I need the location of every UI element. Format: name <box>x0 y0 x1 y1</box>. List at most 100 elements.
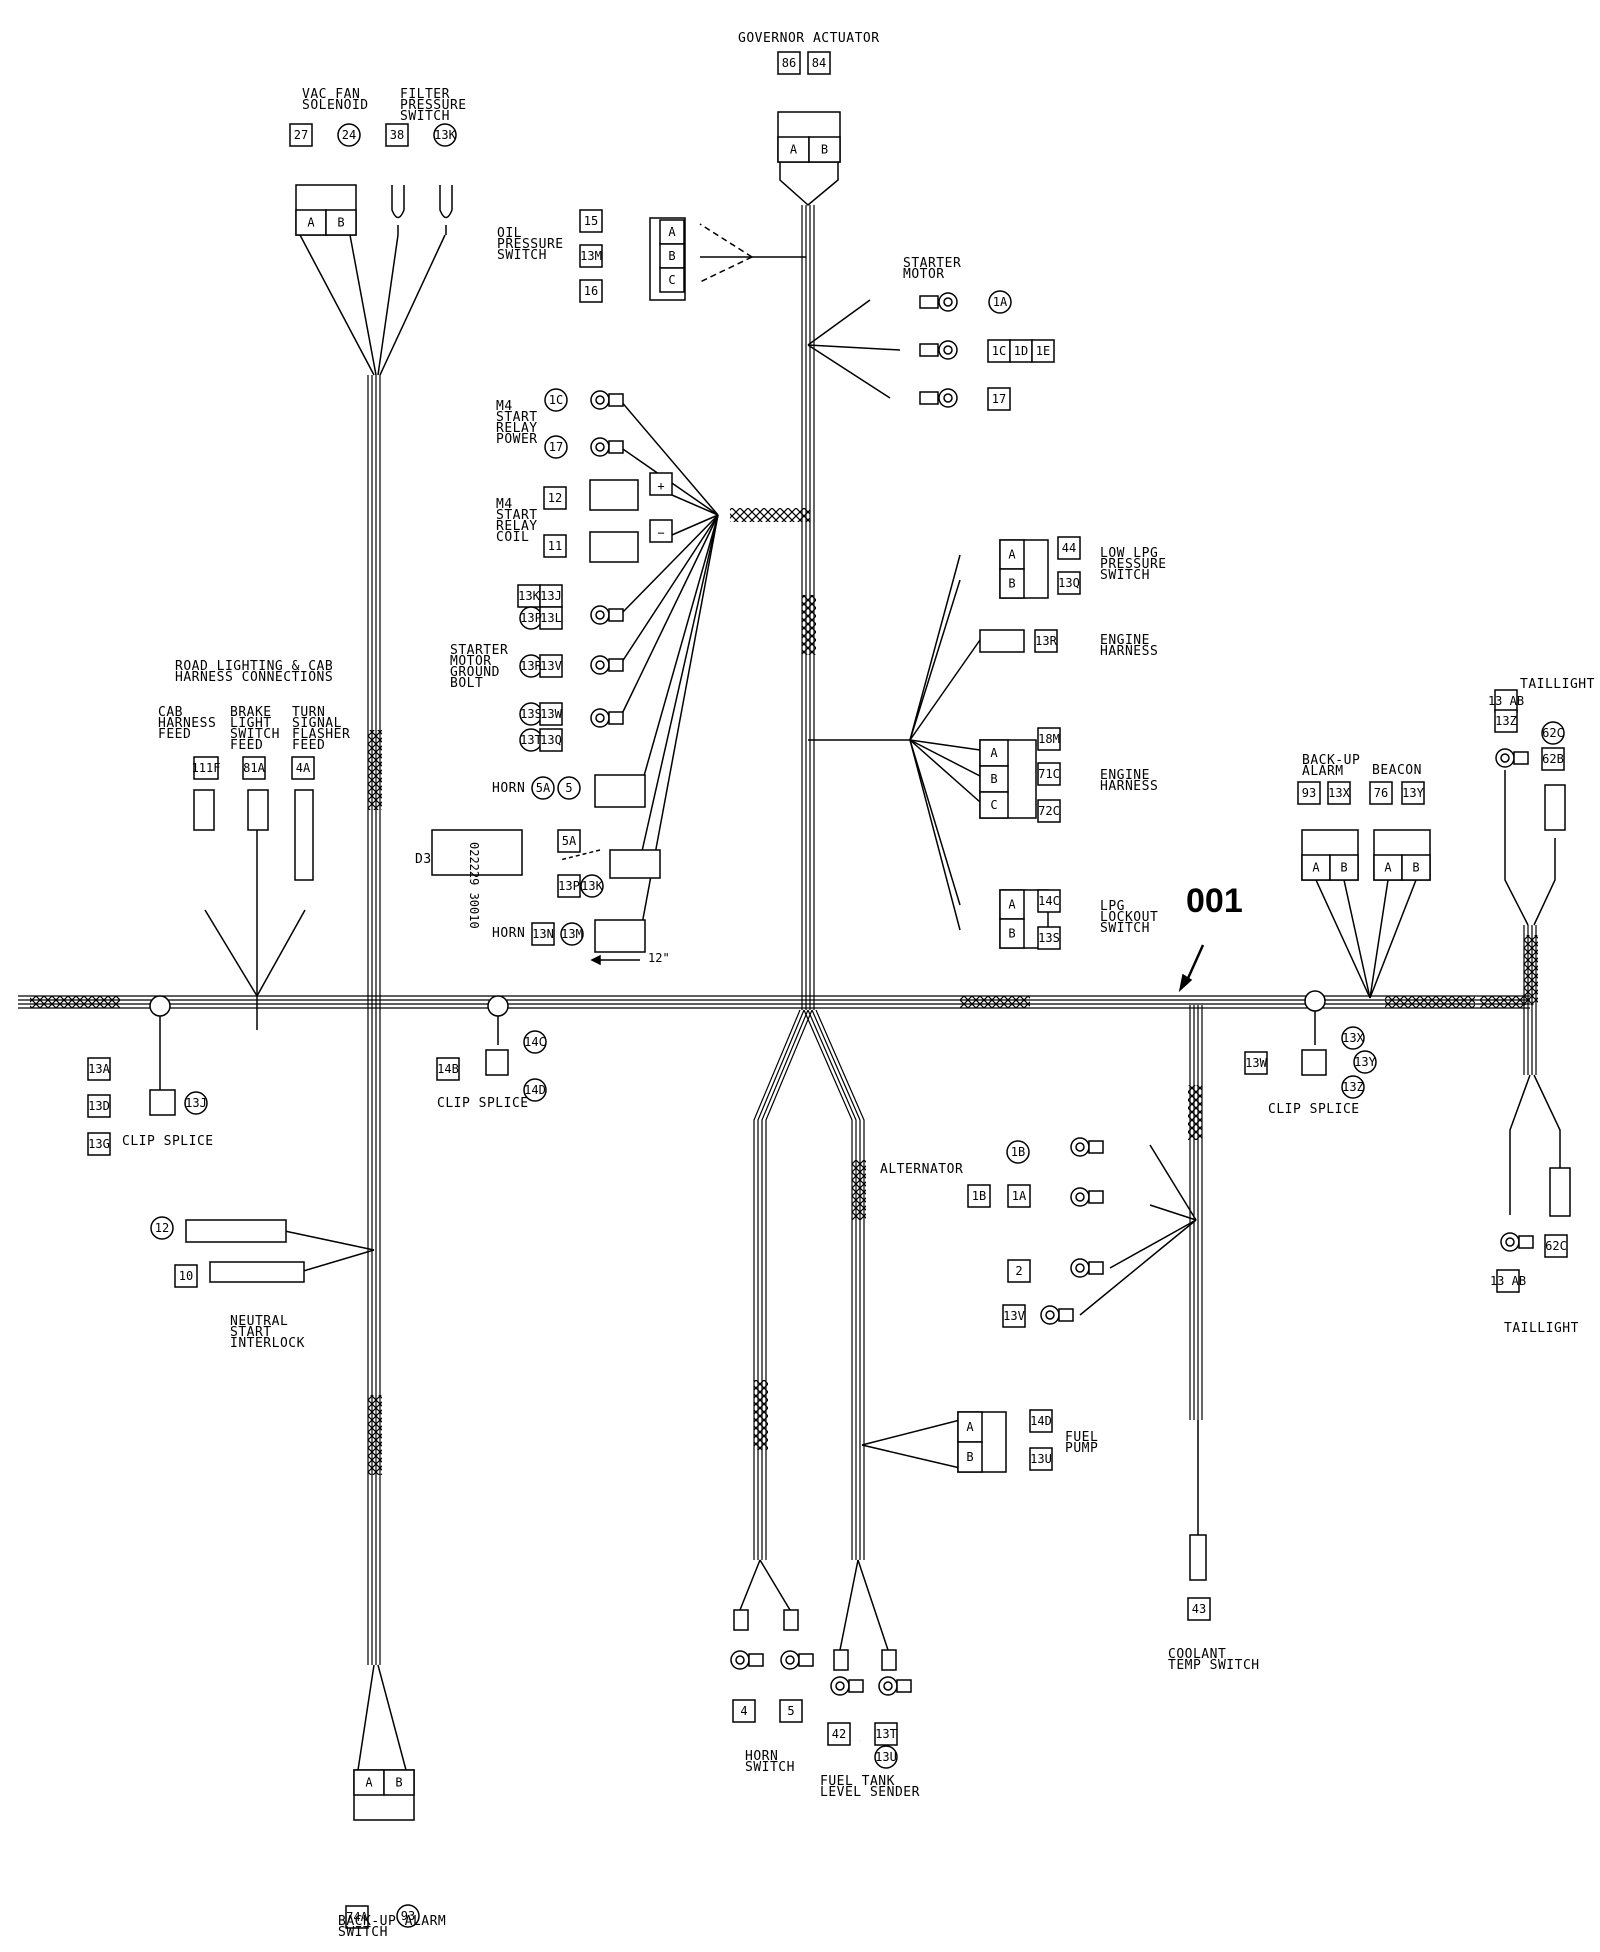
wire-wrap <box>1385 996 1475 1008</box>
wire-tag-circle <box>150 1216 174 1240</box>
wire-bundle <box>815 1009 865 1560</box>
wire <box>909 739 961 906</box>
cab-harness-feed-label: CAB <box>158 705 183 720</box>
wire <box>909 739 961 931</box>
horn-connector-1 <box>594 774 646 808</box>
terminal-body <box>608 608 624 622</box>
wire-bundle <box>807 1009 857 1560</box>
pin-letter: B <box>668 249 675 263</box>
wire-tag: 13Q <box>1058 576 1080 590</box>
horn-switch-label: SWITCH <box>745 1760 795 1775</box>
m4-start-relay-power-label: RELAY <box>496 421 538 436</box>
wire-tag: 43 <box>1192 1602 1206 1616</box>
wire <box>807 299 871 346</box>
wire <box>759 1559 791 1611</box>
wire <box>619 514 719 666</box>
wire-tag-circle <box>560 922 584 946</box>
part-number-callout: 001 <box>1186 882 1243 920</box>
wire-tag: 13D <box>88 1099 110 1113</box>
wire-tag: 18M <box>1038 732 1060 746</box>
m4-start-relay-coil-label: COIL <box>496 530 529 545</box>
connector-pin <box>979 739 1009 767</box>
wire-tag-box <box>1002 1304 1026 1328</box>
wire <box>1109 1219 1197 1269</box>
oil-pressure-switch-label: PRESSURE <box>497 237 564 252</box>
wire-tag-circle <box>396 1904 420 1928</box>
sender-terminal <box>881 1649 897 1671</box>
wire-tag: 111F <box>192 761 221 775</box>
wire-tag-box <box>807 51 831 75</box>
wire-wrap <box>30 996 120 1008</box>
terminal-body <box>919 295 939 309</box>
wire-tag: 13K <box>434 128 456 142</box>
wire-tag: 1C <box>549 393 563 407</box>
wire-tag: 13S <box>520 707 542 721</box>
wire <box>256 909 306 997</box>
wire <box>379 234 446 376</box>
wire-tag: 16 <box>584 284 598 298</box>
pin-letter: B <box>1340 861 1347 875</box>
wire-tag: 1B <box>1011 1145 1025 1159</box>
pin-letter: A <box>668 225 676 239</box>
ring-hole <box>595 395 605 405</box>
wire-tag-box <box>1244 1051 1268 1075</box>
pin-letter: C <box>990 798 997 812</box>
pin-letter: A <box>990 746 998 760</box>
low-lpg-pressure-switch-label: PRESSURE <box>1100 557 1167 572</box>
ring-hole <box>1075 1192 1085 1202</box>
connector-pin <box>1301 854 1331 881</box>
wire <box>839 1559 859 1651</box>
wire-bundle <box>803 1009 853 1560</box>
wire-tag: 13M <box>580 249 602 263</box>
wire-tag-circle <box>1341 1026 1365 1050</box>
lpg-lockout-switch-label: LPG <box>1100 899 1125 914</box>
wire-tag-box <box>557 829 581 853</box>
wire-tag: 71C <box>1038 767 1060 781</box>
wire-tag-box <box>539 654 563 678</box>
wire-tag-circle <box>433 123 457 147</box>
d3-terminal <box>609 849 661 879</box>
turn-signal-flasher-feed-label: TURN <box>292 705 325 720</box>
wire-tag-box <box>557 874 581 898</box>
ring-hole <box>1075 1142 1085 1152</box>
wire-tag: 86 <box>782 56 796 70</box>
d3-label: D3 <box>415 852 432 867</box>
wire-tag: 17 <box>992 392 1006 406</box>
m4-start-relay-coil-label: RELAY <box>496 519 538 534</box>
wire-tag: 13X <box>1342 1031 1364 1045</box>
fuel-pump-label: PUMP <box>1065 1441 1098 1456</box>
wire-wrap <box>754 1380 768 1450</box>
wire-tag: 13S <box>1038 931 1060 945</box>
wire-wrap <box>1188 1085 1202 1140</box>
wire <box>639 514 719 861</box>
terminal-body <box>848 1679 864 1693</box>
wire <box>1149 1144 1197 1221</box>
wire-tag-box <box>543 486 567 510</box>
wire-tag: 17 <box>549 440 563 454</box>
pin-letter: B <box>1412 861 1419 875</box>
wire-tag-circle <box>1341 1075 1365 1099</box>
wire-tag-box <box>1034 629 1058 653</box>
terminal-body <box>1088 1140 1104 1154</box>
starter-motor-ground-bolt-label: BOLT <box>450 676 483 691</box>
ring-hole <box>735 1655 745 1665</box>
pin-letter: A <box>307 216 315 230</box>
wire <box>1315 879 1371 999</box>
alternator-label: ALTERNATOR <box>880 1162 963 1177</box>
wire <box>1369 879 1417 999</box>
wire-tag-box <box>539 702 563 726</box>
wire <box>909 639 981 741</box>
terminal-body <box>1058 1308 1074 1322</box>
wire <box>739 1559 761 1611</box>
wire-tag-box <box>291 756 315 780</box>
brake-light-switch-feed-label: LIGHT <box>230 716 272 731</box>
neutral-start-interlock-label: NEUTRAL <box>230 1314 288 1329</box>
harness-tap <box>1304 990 1326 1012</box>
wire-tag: 72C <box>1038 804 1060 818</box>
low-lpg-pressure-switch-label: SWITCH <box>1100 568 1150 583</box>
wire-tag: 13J <box>540 589 562 603</box>
turn-feed-terminal <box>294 789 314 881</box>
wire-tag: 13X <box>1328 786 1350 800</box>
connector-pin <box>325 209 357 236</box>
wire-tag: 14B <box>437 1062 459 1076</box>
